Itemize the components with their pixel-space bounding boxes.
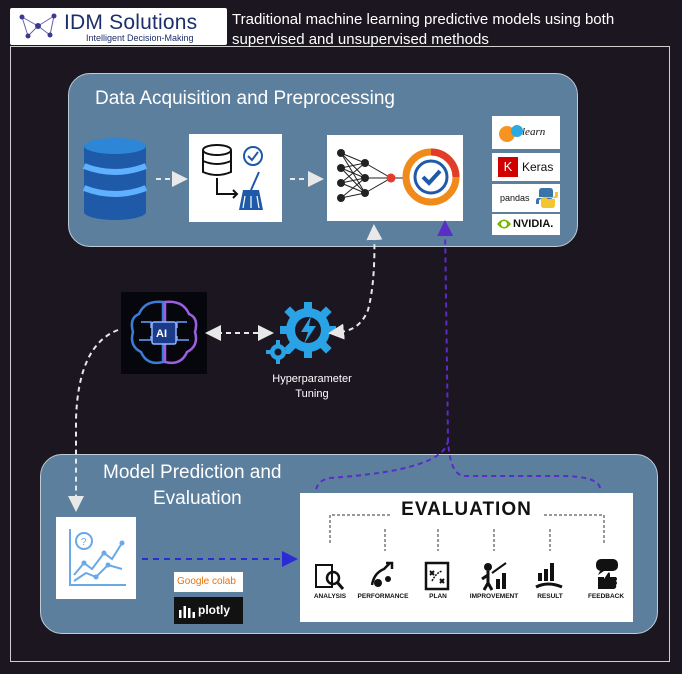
feedback-icon (596, 559, 618, 589)
sklearn-badge: learn (492, 116, 560, 149)
colab-badge: Google colab (174, 572, 243, 592)
evaluation-item-result: RESULT (537, 593, 563, 600)
hyperparameter-line2: Tuning (295, 388, 329, 400)
keras-badge: K Keras (492, 153, 560, 181)
svg-text:?: ? (81, 537, 87, 548)
database-icon (82, 138, 148, 220)
nvidia-label: NVIDIA. (513, 218, 554, 230)
model-evaluation-title-line1: Model Prediction and (103, 462, 282, 483)
data-cleaning-card (189, 134, 282, 222)
data-acquisition-title: Data Acquisition and Preprocessing (95, 88, 395, 109)
plotly-logo-icon (179, 606, 195, 618)
sklearn-label: learn (522, 126, 546, 138)
ai-brain-card: AI (121, 292, 207, 374)
evaluation-title: EVALUATION (401, 499, 532, 520)
ai-chip-label: AI (156, 328, 167, 340)
evaluation-item-plan: PLAN (429, 593, 447, 600)
neural-network-icon (337, 149, 403, 202)
nvidia-logo-icon (497, 219, 511, 229)
database-broom-icon (202, 144, 263, 210)
arrow-ai-to-prediction (68, 329, 119, 512)
sklearn-logo-icon (499, 125, 523, 142)
result-icon (535, 563, 563, 589)
evaluation-top-link (315, 439, 449, 491)
evaluation-item-analysis: ANALYSIS (313, 593, 347, 600)
model-evaluation-title-line2: Evaluation (153, 488, 242, 509)
pandas-badge: pandas (492, 184, 560, 212)
diagram-title: Traditional machine learning predictive … (232, 11, 615, 48)
keras-logo-icon: K (498, 157, 518, 177)
hyperparameter-label: Hyperparameter Tuning (262, 372, 362, 402)
ai-brain-icon (130, 300, 198, 365)
hyperparameter-line1: Hyperparameter (272, 373, 352, 385)
logo-tagline: Intelligent Decision-Making (86, 33, 194, 43)
check-gauge-icon (402, 148, 460, 206)
colab-label: Google colab (177, 576, 236, 587)
network-logo-icon (19, 13, 57, 39)
pandas-label: pandas (500, 193, 530, 203)
performance-icon (370, 561, 394, 587)
evaluation-card: EVALUATION ANALYSIS PERFORMANCE PLAN IMP… (300, 493, 633, 622)
gear-lightning-icon (266, 302, 336, 364)
keras-label: Keras (522, 160, 554, 174)
prediction-chart-icon: ? (69, 529, 126, 586)
evaluation-connectors (329, 514, 605, 551)
diagram-frame (10, 46, 670, 662)
plotly-label: plotly (198, 603, 230, 617)
idm-logo: IDM Solutions Intelligent Decision-Makin… (10, 8, 227, 45)
arrow-evaluation-to-model (437, 220, 601, 489)
prediction-card: ? (56, 517, 136, 599)
python-logo-icon (536, 188, 558, 208)
model-training-card (327, 135, 463, 221)
evaluation-item-feedback: FEEDBACK (587, 593, 625, 600)
plotly-badge: plotly (174, 597, 243, 624)
plan-icon (424, 561, 450, 591)
evaluation-item-improvement: IMPROVEMENT (469, 593, 519, 600)
analysis-icon (315, 564, 345, 590)
nvidia-badge: NVIDIA. (492, 214, 560, 235)
evaluation-item-performance: PERFORMANCE (357, 593, 409, 600)
logo-name: IDM Solutions (64, 11, 198, 34)
arrow-tuning-to-model (328, 224, 383, 340)
improvement-icon (481, 562, 507, 591)
